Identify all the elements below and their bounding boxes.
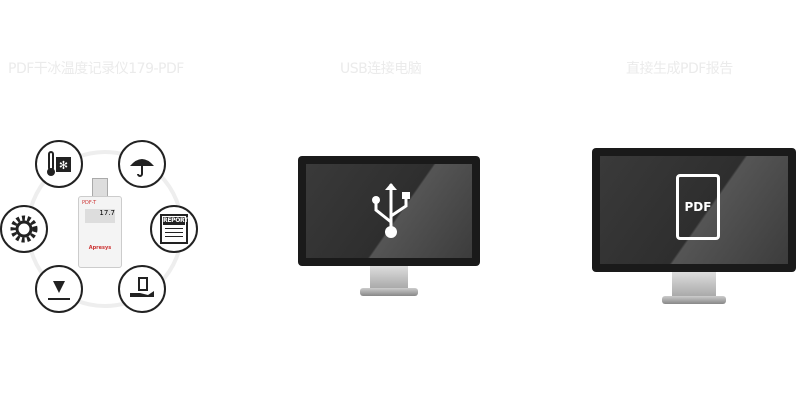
device-brand: Apresys <box>88 245 112 251</box>
thermometer-freezer-icon: ✻ <box>35 140 83 188</box>
caption-usb: USB连接电脑 <box>340 61 422 77</box>
data-logger-device: PDF-T 17.7 Apresys <box>78 196 122 268</box>
report-icon: REPORT <box>150 205 198 253</box>
gear-icon <box>0 205 48 253</box>
usb-icon <box>372 183 410 238</box>
arrow-down-icon <box>35 265 83 313</box>
hand-device-icon <box>118 265 166 313</box>
report-document: REPORT <box>160 214 188 244</box>
report-label: REPORT <box>163 217 188 225</box>
svg-text:✻: ✻ <box>59 159 68 172</box>
pdf-file-icon: PDF <box>676 174 720 240</box>
device-display: 17.7 <box>85 209 115 223</box>
caption-pdf: 直接生成PDF报告 <box>626 61 733 77</box>
device-model: PDF-T <box>82 200 97 206</box>
caption-product: PDF干冰温度记录仪179-PDF <box>8 61 184 77</box>
umbrella-rain-icon <box>118 140 166 188</box>
